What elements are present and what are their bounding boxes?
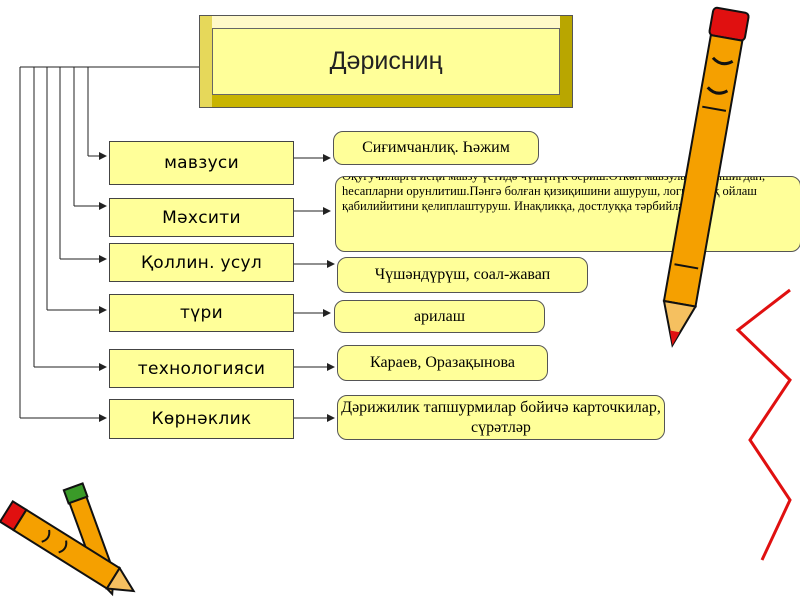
value-box-technology: Караев, Оразақынова	[337, 345, 548, 381]
category-box-visuals: Көрнәклик	[109, 399, 294, 439]
value-box-goal: Оқуғучиларға йеңи мавзу үстидә чүшүнүк б…	[335, 176, 800, 252]
value-box-topic: Сиғимчанлиқ. Һәжим	[333, 131, 539, 165]
title-text: Дәрисниң	[330, 47, 443, 76]
category-box-topic: мавзуси	[109, 141, 294, 185]
title-box: Дәрисниң	[199, 15, 573, 108]
value-box-type: арилаш	[334, 300, 545, 333]
value-box-method: Чүшәндүрүш, соал-жавап	[337, 257, 588, 293]
category-box-method: Қоллин. усул	[109, 243, 294, 282]
category-box-technology: технологияси	[109, 349, 294, 388]
category-box-type: түри	[109, 294, 294, 332]
category-box-goal: Мәхсити	[109, 198, 294, 237]
value-text-goal: Оқуғучиларға йеңи мавзу үстидә чүшүнүк б…	[342, 176, 794, 214]
value-box-visuals: Дәрижилик тапшурмилар бойичә карточкилар…	[337, 395, 665, 440]
